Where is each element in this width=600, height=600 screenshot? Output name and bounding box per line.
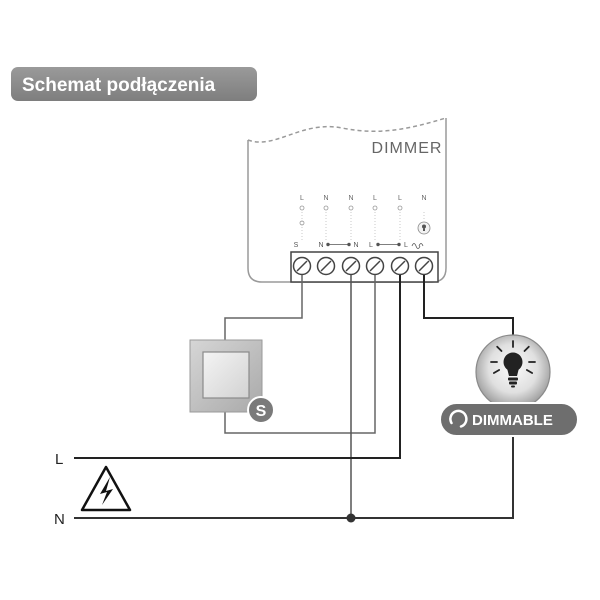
neutral-line-label: N [54,511,65,528]
bulb-ray [523,345,530,352]
terminal-guides [301,212,425,240]
screw-slot [345,260,357,272]
terminal-marker [348,205,354,211]
bulb-small-icon [417,221,431,235]
terminal-block [290,251,439,283]
bulb-icon-neck [506,366,520,376]
wire-switch-return [224,275,376,434]
wire-switch-input [224,275,303,341]
dimmer-module: DIMMER L N N L L N [247,117,447,283]
bridge-dot [397,242,401,247]
screw-slot [296,260,308,272]
terminal-top-label: L [373,195,377,202]
screw-slot [369,260,381,272]
dimmable-icon [449,409,468,428]
bridge-dot [347,242,351,247]
bulb-small-icon-base [423,228,425,231]
dimmer-housing-top-edge [247,117,447,143]
live-line-label: L [55,451,63,468]
bulb-ray [492,369,501,374]
bulb-ray [526,369,533,374]
dimmable-badge: DIMMABLE [439,402,579,437]
wires [74,275,514,523]
dimmer-output-icon [411,243,424,249]
dimmable-badge-background [439,402,579,437]
wire-live [74,275,401,459]
terminal-marker [397,205,403,211]
bulb-icon-base [509,381,517,385]
terminal-bottom-label: L [404,242,408,249]
page-title: Schemat podłączenia [22,75,216,96]
screw-slot [418,260,430,272]
terminal-screw-slots [296,260,430,272]
screw-slot [394,260,406,272]
terminal-top-labels: L N N L L N [300,195,426,202]
neutral-junction-dot [346,513,356,523]
terminal-top-label: N [348,195,353,202]
bulb-icon-base [508,377,518,381]
wire-load-output [423,275,514,336]
terminal-marker [299,205,305,211]
title-badge: Schemat podłączenia [11,67,257,101]
dimmable-badge-label: DIMMABLE [472,412,553,429]
terminal-marker [372,205,378,211]
terminal-top-label: L [398,195,402,202]
terminal-marker [323,205,329,211]
dimmer-label: DIMMER [372,140,443,157]
bulb-small-icon-glass [422,224,426,229]
terminal-bottom-labels: S N N L L [294,242,424,249]
bulb-icon-tip [511,385,515,388]
warning-lightning-icon [80,465,132,512]
terminal-top-label: N [323,195,328,202]
switch-badge [247,396,275,424]
terminal-marker [299,220,305,226]
terminal-bottom-label: S [294,242,299,249]
wire-neutral [74,420,514,519]
lightning-bolt [100,477,113,505]
bulb-load [475,334,551,410]
terminal-block-body [290,251,439,283]
title-badge-background [11,67,257,101]
bulb-icon [503,352,523,388]
terminal-bottom-label: N [318,242,323,249]
switch-key [202,351,250,399]
screw-slot [320,260,332,272]
bulb-ray [496,345,503,352]
bridge-l [376,242,401,247]
switch-badge-label: S [256,403,267,420]
terminal-bottom-label: L [369,242,373,249]
terminal-top-label: L [300,195,304,202]
terminal-markers [299,205,403,226]
bulb-rays [490,340,536,374]
terminal-top-label: N [421,195,426,202]
bridge-n [326,242,351,247]
wall-switch: S [189,339,275,424]
terminal-bottom-label: N [353,242,358,249]
